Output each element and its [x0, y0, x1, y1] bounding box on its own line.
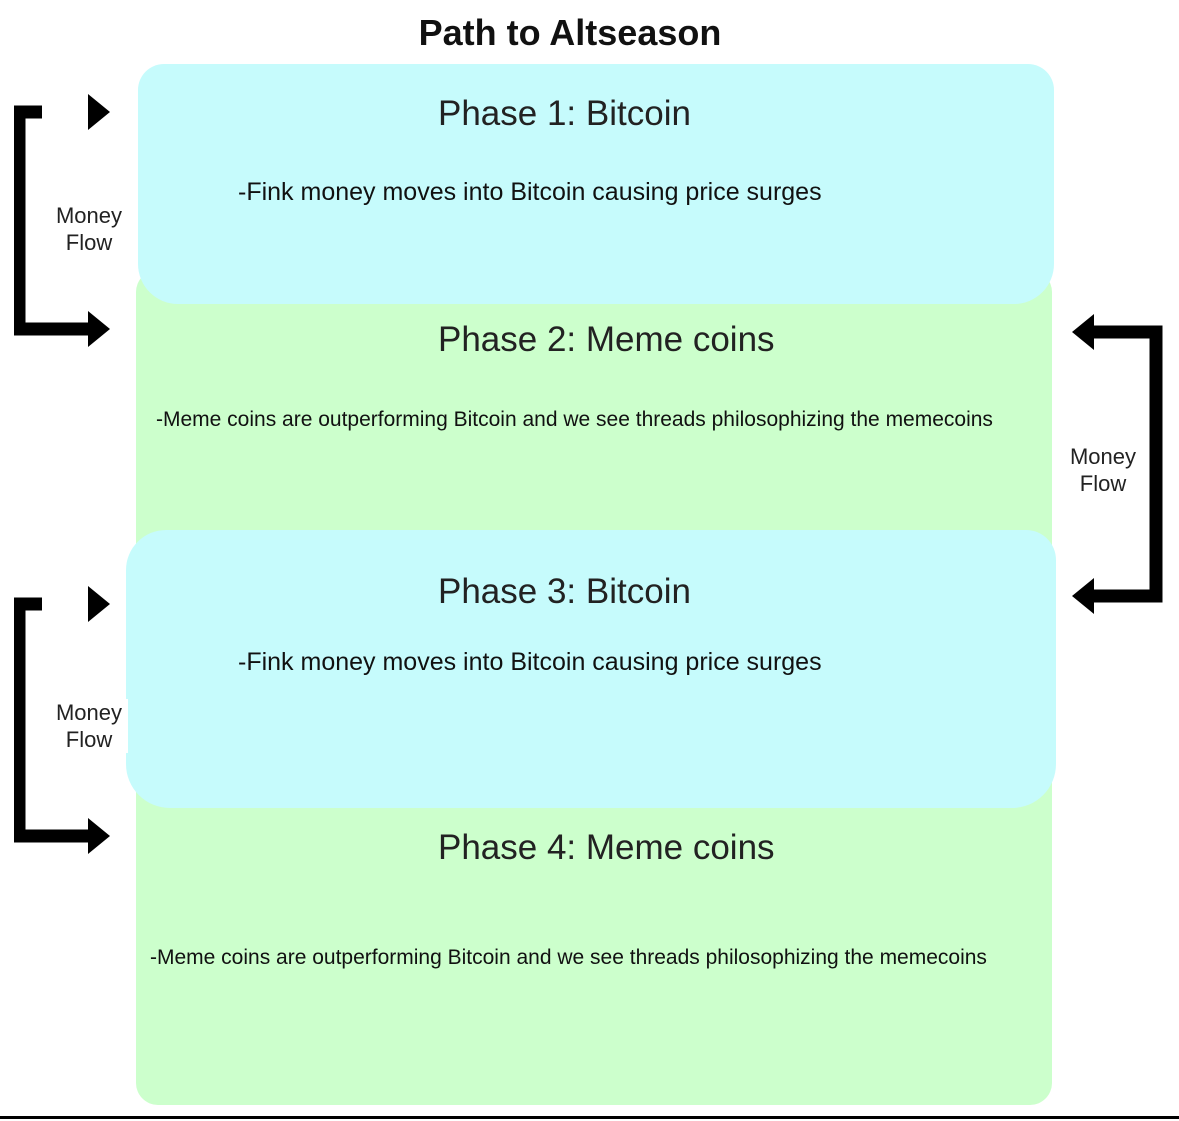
bracket-arrow-icon	[14, 94, 110, 347]
bracket-arrow-icon	[1072, 314, 1163, 614]
phase-3-title: Phase 3: Bitcoin	[438, 572, 691, 611]
money-flow-label-3: Money Flow	[50, 699, 128, 753]
phase-3-background	[126, 530, 1056, 808]
phase-4-title: Phase 4: Meme coins	[438, 828, 775, 867]
phase-2-description: -Meme coins are outperforming Bitcoin an…	[156, 408, 993, 431]
phase-3-description: -Fink money moves into Bitcoin causing p…	[238, 648, 822, 676]
money-flow-label-1: Money Flow	[50, 202, 128, 256]
phase-1-title: Phase 1: Bitcoin	[438, 94, 691, 133]
phase-2-title: Phase 2: Meme coins	[438, 320, 775, 359]
phase-4-description: -Meme coins are outperforming Bitcoin an…	[150, 946, 987, 969]
phase-1-background	[138, 64, 1054, 304]
bottom-divider	[0, 1116, 1179, 1119]
bracket-arrow-icon	[14, 586, 110, 854]
diagram-title: Path to Altseason	[418, 12, 722, 53]
phase-1-description: -Fink money moves into Bitcoin causing p…	[238, 178, 822, 206]
money-flow-label-2: Money Flow	[1064, 443, 1142, 497]
